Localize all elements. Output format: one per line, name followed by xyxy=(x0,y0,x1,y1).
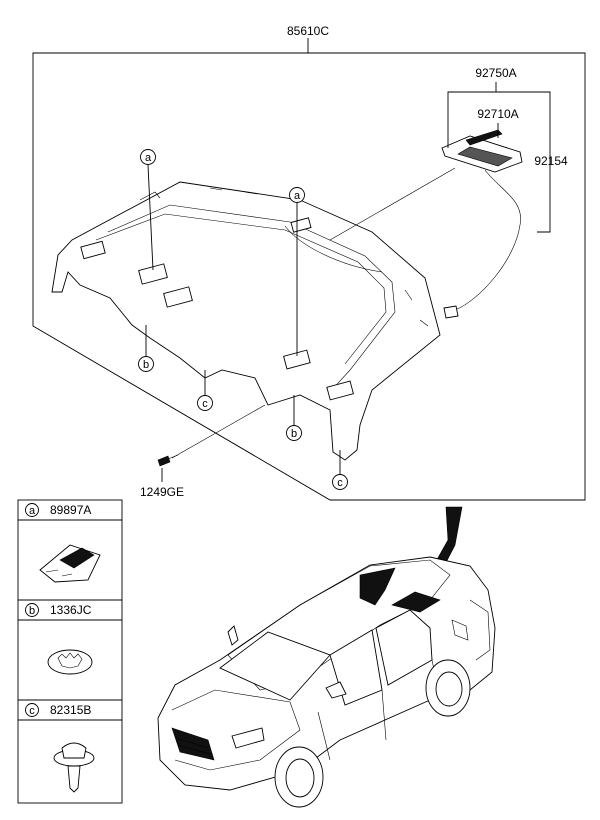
legend-row-a: a 89897A xyxy=(25,503,101,583)
marker-b-1: b xyxy=(138,325,154,372)
svg-text:1336JC: 1336JC xyxy=(50,603,92,617)
marker-c-1: c xyxy=(197,370,213,411)
callout-92154: 92154 xyxy=(534,154,568,168)
svg-text:89897A: 89897A xyxy=(50,503,91,517)
marker-b-2: b xyxy=(286,395,302,441)
legend-table: a 89897A b 1336JC c 82315B xyxy=(17,499,123,804)
legend-row-b: b 1336JC xyxy=(25,603,93,675)
svg-text:a: a xyxy=(294,190,301,202)
svg-text:c: c xyxy=(202,398,208,410)
rear-package-tray xyxy=(51,181,441,461)
stop-lamp-assembly xyxy=(329,129,523,319)
svg-text:b: b xyxy=(291,428,297,440)
svg-text:c: c xyxy=(29,705,35,717)
car-illustration xyxy=(157,556,496,808)
legend-row-c: c 82315B xyxy=(25,703,95,793)
svg-text:c: c xyxy=(337,477,343,489)
marker-a-2: a xyxy=(289,187,305,356)
assembly-frame: 85610C xyxy=(32,24,586,501)
callout-92710A: 92710A xyxy=(477,107,518,121)
svg-text:b: b xyxy=(143,359,149,371)
callout-92750A: 92750A xyxy=(475,66,516,80)
svg-text:a: a xyxy=(29,505,36,517)
callout-1249GE: 1249GE xyxy=(140,485,184,499)
stop-lamp-callouts: 92750A 92710A 92154 xyxy=(447,66,568,233)
assembly-part-label: 85610C xyxy=(287,24,329,38)
svg-text:a: a xyxy=(145,152,152,164)
screw-1249GE: 1249GE xyxy=(140,404,266,499)
svg-text:b: b xyxy=(29,605,35,617)
marker-a-1: a xyxy=(140,149,156,271)
marker-c-2: c xyxy=(332,450,348,490)
svg-text:82315B: 82315B xyxy=(50,703,91,717)
